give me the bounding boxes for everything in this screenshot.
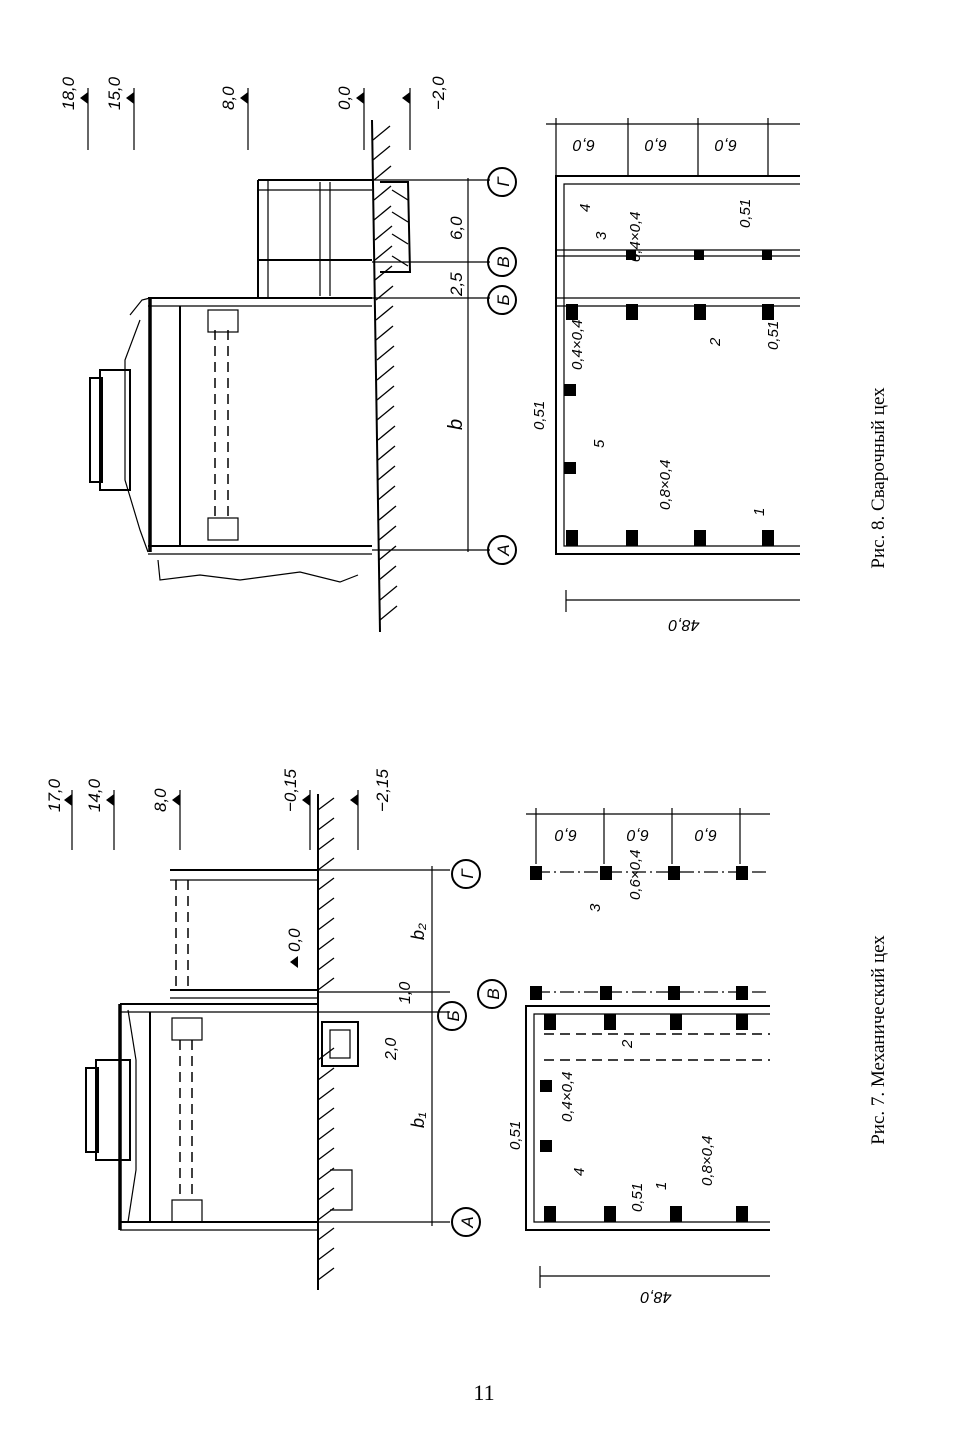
fig8-dim-2-5: 2,5 [447, 272, 466, 297]
fig8-bay-3: 6,0 [715, 136, 737, 153]
fig8-section: 18,0 15,0 8,0 0,0 −2,0 6,0 2,5 b Г В Б [59, 76, 517, 633]
fig8-axis-a-bubble [487, 535, 517, 565]
fig8-plan: 6,0 6,0 6,0 4 3 0,4×0,4 0,51 2 0,51 0,51… [531, 118, 800, 633]
fig8-mark-4: 4 [577, 204, 594, 212]
fig7-mark-4: 4 [571, 1168, 588, 1176]
fig8-wall-mid: 0,51 [765, 321, 782, 350]
fig8-ground-line [371, 119, 381, 633]
fig7-level-8: 8,0 [151, 788, 170, 812]
fig7-level-minus015: −0,15 [281, 768, 300, 812]
fig8-lantern [99, 369, 131, 491]
fig7-col-3: 0,4×0,4 [559, 1072, 576, 1122]
fig7-axis-a: А [458, 1216, 477, 1228]
fig7-dim-1: 1,0 [397, 982, 414, 1004]
fig8-wall-top: 0,51 [737, 199, 754, 228]
fig8-caption: Рис. 8. Сварочный цех [868, 387, 889, 569]
fig8-axis-b: Б [494, 294, 513, 305]
fig7-wall-bottom: 0,51 [629, 1183, 646, 1212]
fig8-level-15: 15,0 [105, 76, 124, 110]
fig7-axis-v: В [484, 988, 503, 999]
fig7-mark-2: 2 [619, 1039, 636, 1049]
fig8-axis-v: В [494, 256, 513, 267]
page-number: 11 [473, 1380, 494, 1405]
fig7-ground-hatch [317, 797, 335, 1281]
fig7-plan: 6,0 6,0 6,0 3 0,6×0,4 2 0,4×0,4 0,51 4 0… [507, 808, 770, 1305]
fig8-bay-1: 6,0 [573, 136, 595, 153]
fig8-col-3: 0,4×0,4 [627, 212, 644, 262]
fig7-bay-1: 6,0 [555, 826, 577, 843]
fig8-mark-2: 2 [707, 337, 724, 347]
fig8-level-marks: 18,0 15,0 8,0 0,0 −2,0 [59, 76, 448, 150]
fig7-floor-level: 0,0 [285, 928, 304, 952]
fig7-level-17: 17,0 [45, 778, 64, 812]
fig7-level-14: 14,0 [85, 778, 104, 812]
fig8-mark-5: 5 [591, 439, 608, 448]
fig8-col-1: 0,8×0,4 [657, 460, 674, 510]
fig8-dim-6: 6,0 [447, 216, 466, 240]
fig8-mark-1: 1 [751, 508, 768, 516]
fig7-axis-v-bubble [477, 979, 507, 1009]
fig7-bay-3: 6,0 [695, 826, 717, 843]
fig7-plan-length: 48,0 [640, 1288, 671, 1305]
fig7-level-marks: 17,0 14,0 8,0 −0,15 −2,15 0,0 [45, 768, 392, 968]
fig8-span-b: b [445, 419, 467, 430]
fig8-axis-v-bubble [487, 247, 517, 277]
fig8-axis-g: Г [494, 176, 513, 187]
fig8-level-0: 0,0 [335, 86, 354, 110]
fig8-axis-b-bubble [487, 285, 517, 315]
fig8-level-minus2: −2,0 [429, 76, 448, 110]
fig7-axis-g-bubble [451, 859, 481, 889]
fig8-col-2: 0,4×0,4 [569, 320, 586, 370]
fig7-level-minus215: −2,15 [373, 768, 392, 812]
fig7-axis-a-bubble [451, 1207, 481, 1237]
fig7-tunnel [321, 1021, 359, 1067]
fig7-dim-2: 2,0 [383, 1038, 400, 1061]
fig8-wall-left: 0,51 [531, 401, 548, 430]
fig8-mark-3: 3 [593, 231, 610, 240]
fig7-mark-3: 3 [587, 903, 604, 912]
fig7-axis-b: Б [444, 1010, 463, 1021]
fig8-bay-2: 6,0 [645, 136, 667, 153]
fig7-mark-1: 1 [653, 1182, 670, 1190]
fig7-col-1: 0,8×0,4 [699, 1136, 716, 1186]
fig7-wall-left: 0,51 [507, 1121, 524, 1150]
fig8-axis-g-bubble [487, 167, 517, 197]
fig8-plan-length: 48,0 [668, 616, 699, 633]
fig7-axis-g: Г [458, 868, 477, 879]
fig8-ground-hatch [372, 125, 398, 621]
fig8-level-8: 8,0 [219, 86, 238, 110]
fig7-caption: Рис. 7. Механический цех [868, 935, 889, 1145]
fig7-bay-2: 6,0 [627, 826, 649, 843]
fig7-col-2: 0,6×0,4 [627, 850, 644, 900]
fig7-span-b2: b₂ [408, 923, 428, 940]
fig8-axis-a: А [494, 544, 513, 556]
fig8-level-18: 18,0 [59, 76, 78, 110]
fig7-lantern [95, 1059, 131, 1161]
fig7-span-b1: b₁ [408, 1112, 428, 1128]
fig7-section: 17,0 14,0 8,0 −0,15 −2,15 0,0 b₂ 1,0 2,0… [45, 768, 507, 1290]
fig7-axis-b-bubble [437, 1001, 467, 1031]
